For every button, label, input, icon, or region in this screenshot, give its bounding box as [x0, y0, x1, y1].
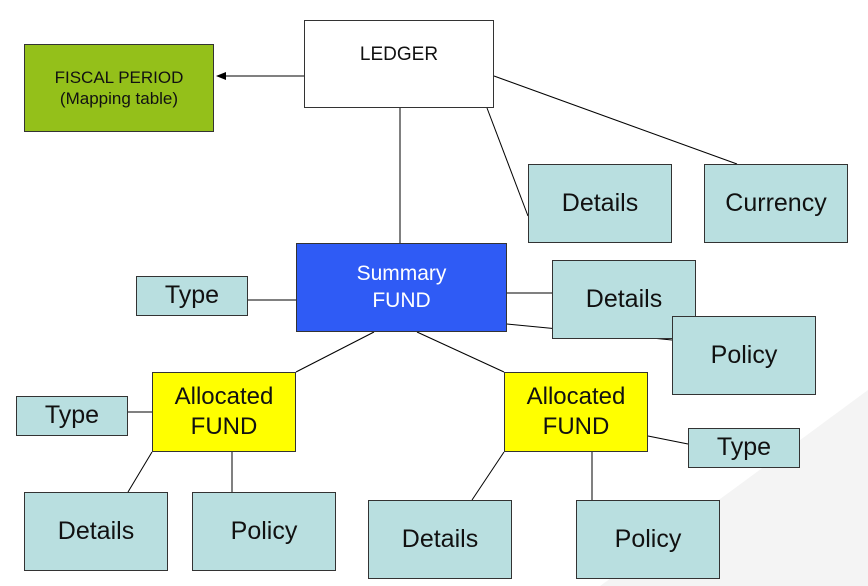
left-type-label: Type	[44, 401, 100, 430]
summary-fund-box: Summary FUND	[296, 243, 507, 332]
right-policy-box: Policy	[576, 500, 720, 579]
connector-summary-alloc-left	[295, 331, 375, 373]
left-details-box: Details	[24, 492, 168, 571]
ledger-box: LEDGER	[304, 20, 494, 108]
left-policy-label: Policy	[230, 516, 298, 545]
connector-ledger-details	[486, 107, 529, 217]
allocated-fund-left-label: Allocated FUND	[174, 383, 274, 440]
connector-alloc-right-type	[647, 435, 689, 445]
connector-ledger-currency	[493, 75, 738, 165]
summary-type-label: Type	[164, 281, 220, 310]
right-type-box: Type	[688, 428, 800, 468]
fiscal-period-label: FISCAL PERIOD (Mapping table)	[54, 67, 184, 108]
summary-policy-label: Policy	[710, 340, 778, 369]
allocated-fund-right-box: Allocated FUND	[504, 372, 648, 452]
right-details-box: Details	[368, 500, 512, 579]
right-details-label: Details	[401, 524, 479, 553]
currency-label: Currency	[725, 188, 827, 217]
summary-type-box: Type	[136, 276, 248, 316]
summary-policy-box: Policy	[672, 316, 816, 395]
fiscal-period-box: FISCAL PERIOD (Mapping table)	[24, 44, 214, 132]
right-policy-label: Policy	[614, 524, 682, 553]
left-policy-box: Policy	[192, 492, 336, 571]
allocated-fund-left-box: Allocated FUND	[152, 372, 296, 452]
connector-alloc-right-details	[471, 451, 505, 501]
right-type-label: Type	[716, 433, 772, 462]
summary-details-label: Details	[585, 284, 663, 313]
allocated-fund-right-label: Allocated FUND	[526, 383, 626, 440]
ledger-details-label: Details	[561, 188, 639, 217]
left-type-box: Type	[16, 396, 128, 436]
summary-fund-label: Summary FUND	[356, 262, 447, 312]
ledger-label: LEDGER	[359, 44, 439, 65]
currency-box: Currency	[704, 164, 848, 243]
left-details-label: Details	[57, 516, 135, 545]
ledger-details-box: Details	[528, 164, 672, 243]
connector-summary-alloc-right	[416, 331, 505, 373]
connector-alloc-left-details	[127, 451, 153, 493]
